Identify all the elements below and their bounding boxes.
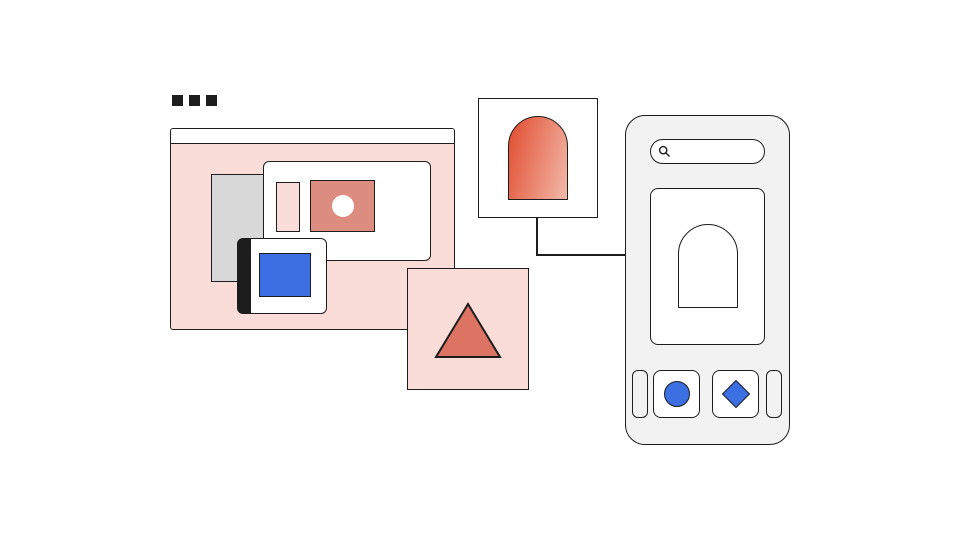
menu-dot <box>189 95 200 106</box>
media-card <box>263 161 431 261</box>
dome-shape <box>508 116 568 200</box>
diamond-button <box>712 370 759 418</box>
arch-shape <box>678 224 738 308</box>
dome-tile <box>478 98 598 218</box>
white-circle-shape <box>331 195 354 217</box>
blue-rectangle <box>259 253 311 297</box>
pink-strip <box>276 182 300 232</box>
connector-line-horizontal <box>536 254 626 256</box>
menu-dots-icon <box>172 95 217 106</box>
notebook-spine <box>238 239 251 313</box>
search-bar <box>650 139 765 164</box>
connector-line-vertical <box>536 218 538 256</box>
triangle-tile <box>407 268 529 390</box>
phone-content-card <box>650 188 765 345</box>
notebook-card <box>237 238 327 314</box>
edge-pill-right <box>766 370 782 418</box>
browser-titlebar <box>171 129 454 144</box>
edge-pill-left <box>632 370 648 418</box>
menu-dot <box>172 95 183 106</box>
triangle-shape <box>434 302 502 358</box>
blue-circle-shape <box>663 381 690 407</box>
circle-button <box>653 370 700 418</box>
blue-diamond-shape <box>721 379 750 409</box>
search-icon <box>658 145 670 157</box>
browser-window <box>170 128 455 330</box>
menu-dot <box>206 95 217 106</box>
media-thumbnail <box>310 180 375 232</box>
phone-mockup <box>625 115 790 445</box>
